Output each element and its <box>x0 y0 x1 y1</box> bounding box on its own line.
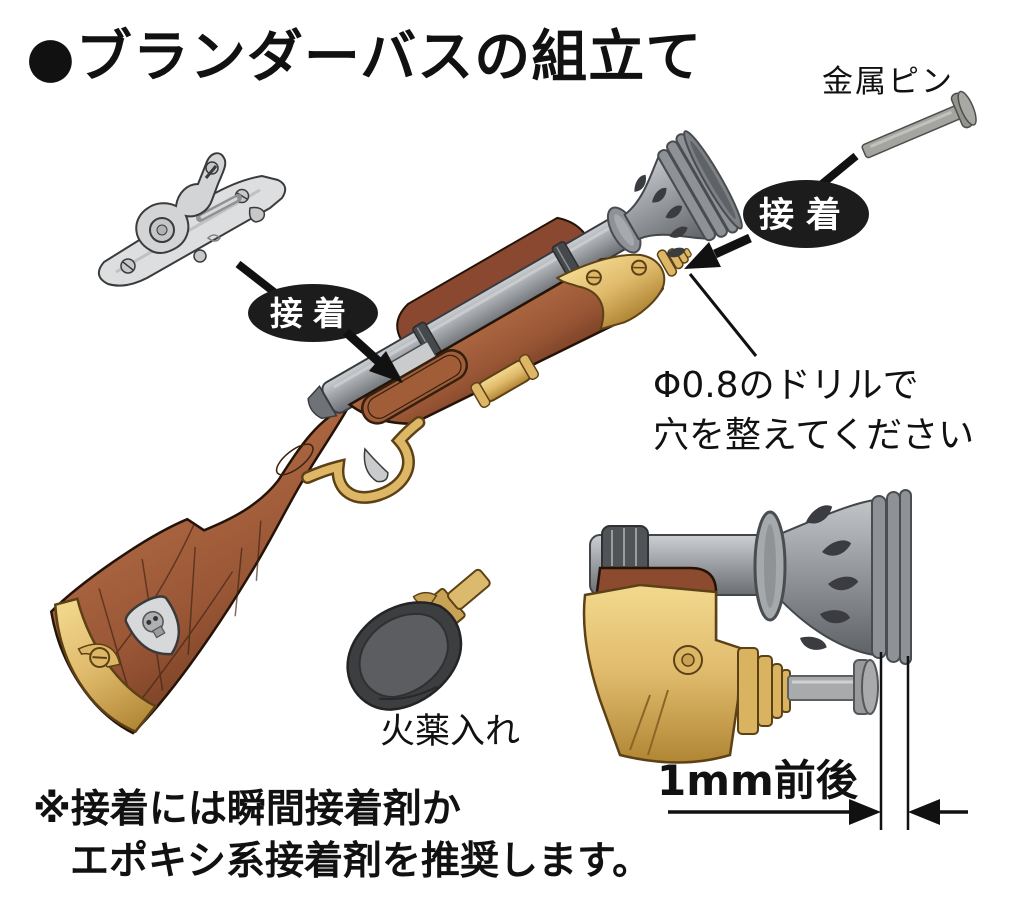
lock-panel <box>361 349 469 425</box>
glue-callout-right-bubble <box>743 180 869 248</box>
bell-cutouts <box>634 174 688 258</box>
page-title: ●ブランダーバスの組立て <box>26 25 702 90</box>
closeup-bell-cutouts <box>800 505 859 650</box>
glue-callout-left: 接着 <box>235 260 403 383</box>
drill-pointer-line <box>688 273 758 357</box>
metal-pin-label: 金属ピン <box>822 64 954 100</box>
closeup-metal-pin <box>787 659 879 715</box>
pin-socket-ribs <box>656 247 692 277</box>
metal-pin-illustration <box>861 90 977 159</box>
left-glue-arrow <box>342 328 382 365</box>
dimension-annotation <box>668 652 968 830</box>
ramrod-pipe <box>470 353 540 409</box>
stock-far-wall <box>396 216 587 342</box>
breech-tang <box>307 385 338 420</box>
glue-label-left: 接着 <box>270 294 356 333</box>
drill-note-line1: Φ0.8のドリルで <box>653 365 919 406</box>
trigger <box>363 447 389 483</box>
main-gun-illustration <box>49 130 743 735</box>
glue-callout-left-bubble <box>248 284 378 342</box>
glue-callout-right: 接着 <box>684 152 869 269</box>
muzzle-closeup-illustration: 1mm前後 <box>582 489 968 830</box>
skull-emblem <box>124 595 180 656</box>
closeup-muzzle-rings <box>871 489 912 665</box>
footnote-line2: エポキシ系接着剤を推奨します。 <box>70 839 651 884</box>
dimension-label: 1mm前後 <box>657 756 859 805</box>
powder-flask-label: 火薬入れ <box>380 712 520 752</box>
glue-label-right: 接着 <box>759 196 853 236</box>
powder-flask-illustration <box>346 568 491 711</box>
lock-part-illustration <box>97 152 287 287</box>
drill-note-line2: 穴を整えてください <box>653 415 974 456</box>
right-glue-arrow <box>713 233 752 259</box>
footnote-line1: ※接着には瞬間接着剤か <box>33 787 461 832</box>
